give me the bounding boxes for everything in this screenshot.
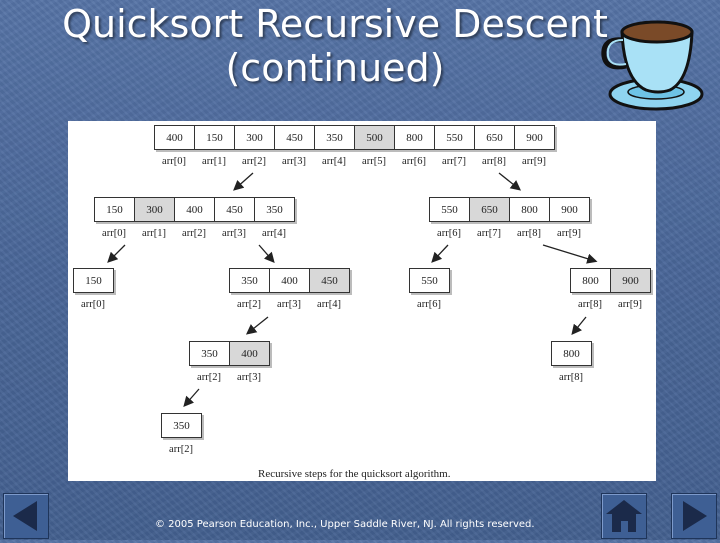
index-label: arr[6] (437, 228, 461, 239)
arrow (233, 172, 254, 191)
array-row-level1-right: 550 650 800 900 (429, 197, 590, 222)
arrow (258, 244, 275, 263)
index-label: arr[2] (237, 299, 261, 310)
index-labels-level1-right: arr[6] arr[7] arr[8] arr[9] (429, 228, 589, 239)
index-labels-level2-c: arr[6] (409, 299, 449, 310)
figure-caption: Recursive steps for the quicksort algori… (258, 468, 451, 480)
array-cell: 800 (509, 197, 550, 222)
array-row-level4-a: 350 (161, 413, 202, 438)
pivot-cell: 500 (354, 125, 395, 150)
index-labels-level2-a: arr[0] (73, 299, 113, 310)
home-icon (606, 500, 642, 532)
array-row-level3-b: 800 (551, 341, 592, 366)
index-label: arr[1] (202, 156, 226, 167)
array-cell: 350 (254, 197, 295, 222)
index-label: arr[8] (482, 156, 506, 167)
array-cell: 350 (161, 413, 202, 438)
array-cell: 350 (229, 268, 270, 293)
home-button[interactable] (601, 493, 647, 539)
array-cell: 550 (434, 125, 475, 150)
recursion-arrows (107, 172, 598, 407)
index-label: arr[8] (517, 228, 541, 239)
index-label: arr[2] (197, 372, 221, 383)
array-cell: 550 (409, 268, 450, 293)
array-cell: 400 (174, 197, 215, 222)
index-labels-level3-b: arr[8] (551, 372, 591, 383)
array-cell: 400 (154, 125, 195, 150)
index-label: arr[3] (282, 156, 306, 167)
index-label: arr[6] (417, 299, 441, 310)
array-row-level1-left: 150 300 400 450 350 (94, 197, 295, 222)
array-cell: 450 (214, 197, 255, 222)
index-label: arr[9] (522, 156, 546, 167)
array-cell: 150 (94, 197, 135, 222)
index-label: arr[2] (242, 156, 266, 167)
index-label: arr[4] (317, 299, 341, 310)
array-row-level2-d: 800 900 (570, 268, 651, 293)
array-row-level2-b: 350 400 450 (229, 268, 350, 293)
index-label: arr[5] (362, 156, 386, 167)
index-label: arr[3] (277, 299, 301, 310)
array-row-level3-a: 350 400 (189, 341, 270, 366)
arrow (542, 244, 598, 264)
teacup-icon (601, 20, 704, 111)
triangle-left-icon (13, 501, 37, 531)
index-labels-level2-b: arr[2] arr[3] arr[4] (229, 299, 349, 310)
pivot-cell: 300 (134, 197, 175, 222)
index-label: arr[2] (169, 444, 193, 455)
index-label: arr[0] (162, 156, 186, 167)
index-labels-level2-d: arr[8] arr[9] (570, 299, 650, 310)
arrow (571, 316, 587, 336)
copyright-footer: © 2005 Pearson Education, Inc., Upper Sa… (155, 519, 535, 530)
array-row-level2-c: 550 (409, 268, 450, 293)
index-label: arr[6] (402, 156, 426, 167)
pivot-cell: 450 (309, 268, 350, 293)
index-labels-level0: arr[0] arr[1] arr[2] arr[3] arr[4] arr[5… (154, 156, 554, 167)
arrow (107, 244, 126, 263)
pivot-cell: 900 (610, 268, 651, 293)
arrow (431, 244, 449, 263)
index-labels-level3-a: arr[2] arr[3] (189, 372, 269, 383)
diagram-panel: 400 150 300 450 350 500 800 550 650 900 … (68, 121, 656, 481)
array-cell: 450 (274, 125, 315, 150)
index-label: arr[3] (237, 372, 261, 383)
index-labels-level4-a: arr[2] (161, 444, 201, 455)
title-line-2: (continued) (225, 46, 445, 90)
index-label: arr[0] (102, 228, 126, 239)
index-label: arr[1] (142, 228, 166, 239)
index-label: arr[3] (222, 228, 246, 239)
array-row-level0: 400 150 300 450 350 500 800 550 650 900 (154, 125, 555, 150)
title-line-1: Quicksort Recursive Descent (62, 2, 608, 46)
index-label: arr[4] (262, 228, 286, 239)
arrow (498, 172, 522, 191)
arrow (245, 316, 269, 335)
pivot-cell: 650 (469, 197, 510, 222)
pivot-cell: 400 (229, 341, 270, 366)
index-label: arr[8] (578, 299, 602, 310)
array-cell: 150 (73, 268, 114, 293)
index-labels-level1-left: arr[0] arr[1] arr[2] arr[3] arr[4] (94, 228, 294, 239)
slide-title: Quicksort Recursive Descent (continued) (40, 2, 630, 90)
index-label: arr[7] (442, 156, 466, 167)
index-label: arr[0] (81, 299, 105, 310)
index-label: arr[7] (477, 228, 501, 239)
triangle-right-icon (683, 501, 707, 531)
next-slide-button[interactable] (671, 493, 717, 539)
index-label: arr[2] (182, 228, 206, 239)
index-label: arr[9] (557, 228, 581, 239)
array-cell: 900 (514, 125, 555, 150)
prev-slide-button[interactable] (3, 493, 49, 539)
index-label: arr[9] (618, 299, 642, 310)
array-cell: 650 (474, 125, 515, 150)
array-cell: 150 (194, 125, 235, 150)
array-cell: 900 (549, 197, 590, 222)
index-label: arr[4] (322, 156, 346, 167)
index-label: arr[8] (559, 372, 583, 383)
array-row-level2-a: 150 (73, 268, 114, 293)
array-cell: 800 (551, 341, 592, 366)
arrow (183, 388, 200, 407)
array-cell: 800 (394, 125, 435, 150)
